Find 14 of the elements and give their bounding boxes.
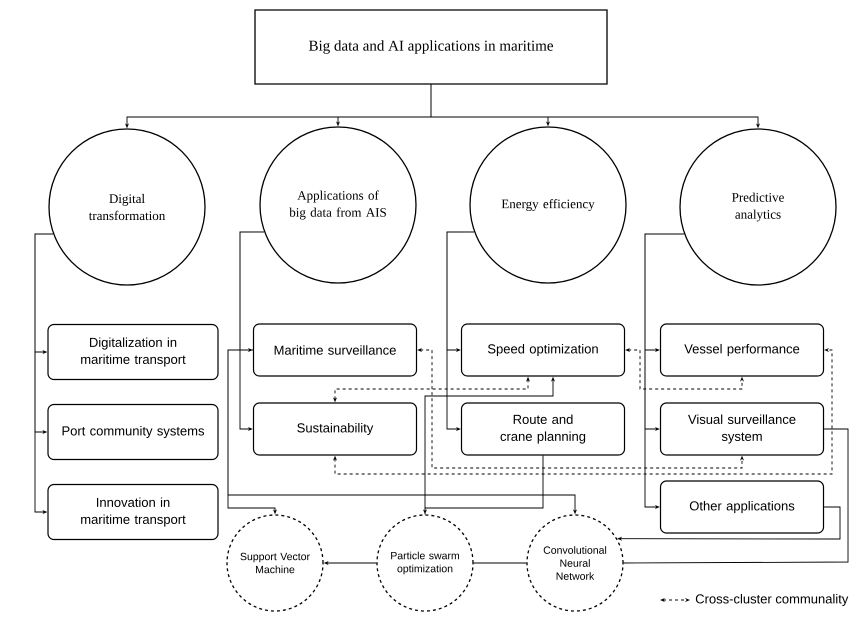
application-box: Innovation in maritime transport [47, 484, 219, 540]
application-box: Maritime surveillance [252, 323, 418, 377]
application-box: Other applications [660, 480, 824, 534]
title-box: Big data and AI applications in maritime [254, 9, 608, 85]
application-box: Sustainability [252, 402, 418, 456]
connector [473, 562, 527, 564]
application-box: Port community systems [47, 404, 219, 460]
application-box: Route and crane planning [460, 402, 626, 456]
application-box: Speed optimization [460, 323, 626, 377]
application-box: Visual surveillance system [660, 402, 824, 456]
application-box: Vessel performance [660, 323, 824, 377]
legend-text: Cross-cluster communality [696, 594, 848, 606]
connector [623, 428, 848, 564]
application-box: Digitalization in maritime transport [47, 324, 219, 380]
